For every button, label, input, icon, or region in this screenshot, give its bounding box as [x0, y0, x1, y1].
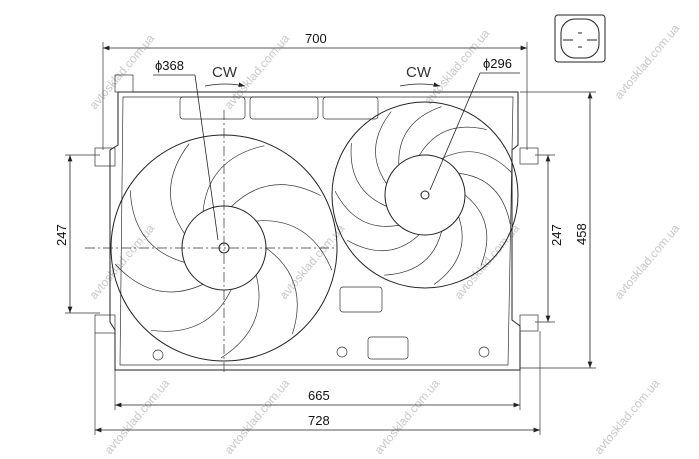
fan-blade [350, 143, 387, 207]
fan-blade [398, 106, 442, 165]
fan-blade [202, 145, 265, 212]
fan-blade [170, 143, 190, 234]
fan-blade [441, 151, 513, 174]
watermark-text: avtosklad.com.ua [87, 221, 158, 302]
watermark-text: avtosklad.com.ua [422, 26, 493, 107]
dimension-inner-width: 665 [308, 388, 330, 403]
fan-blade [256, 220, 333, 271]
watermark-text: avtosklad.com.ua [102, 376, 173, 457]
right-fan-rotation: CW [406, 64, 432, 81]
left-fan-rotation: CW [212, 64, 238, 81]
dimension-overall-width: 728 [308, 413, 330, 428]
fan-blade [231, 184, 321, 207]
fan-blade [220, 274, 260, 359]
watermark-text: avtosklad.com.ua [592, 376, 663, 457]
left-fan-diameter: ϕ368 [155, 58, 184, 73]
shroud-frame [94, 74, 539, 371]
fan-blade [114, 263, 204, 293]
right-fan-diameter: ϕ296 [483, 56, 512, 71]
dimension-left-height: 247 [54, 224, 69, 246]
fan-blade [419, 126, 487, 156]
watermark-text: avtosklad.com.ua [222, 376, 293, 457]
watermark-text: avtosklad.com.ua [612, 21, 683, 102]
fan-blade [129, 190, 185, 263]
dimension-overall-height: 458 [574, 223, 589, 245]
dimension-right-height: 247 [549, 224, 564, 246]
watermark-text: avtosklad.com.ua [87, 31, 158, 112]
dimension-top-width: 700 [305, 31, 327, 46]
fan-blade [458, 173, 511, 225]
fan-blade [347, 234, 420, 251]
watermark-text: avtosklad.com.ua [277, 221, 348, 302]
fan-blade [384, 231, 442, 276]
watermark-text: avtosklad.com.ua [612, 221, 683, 302]
fan-blade [150, 289, 232, 332]
watermark-text: avtosklad.com.ua [372, 376, 443, 457]
watermarks: avtosklad.com.ua avtosklad.com.ua avtoskla… [87, 21, 683, 457]
fan-blade [433, 216, 463, 285]
fan-blade [464, 194, 488, 266]
fan-blade [334, 190, 399, 227]
fan-blade [375, 111, 392, 184]
connector-plug [554, 14, 606, 63]
fan-blade [265, 247, 298, 335]
right-fan [331, 101, 519, 289]
